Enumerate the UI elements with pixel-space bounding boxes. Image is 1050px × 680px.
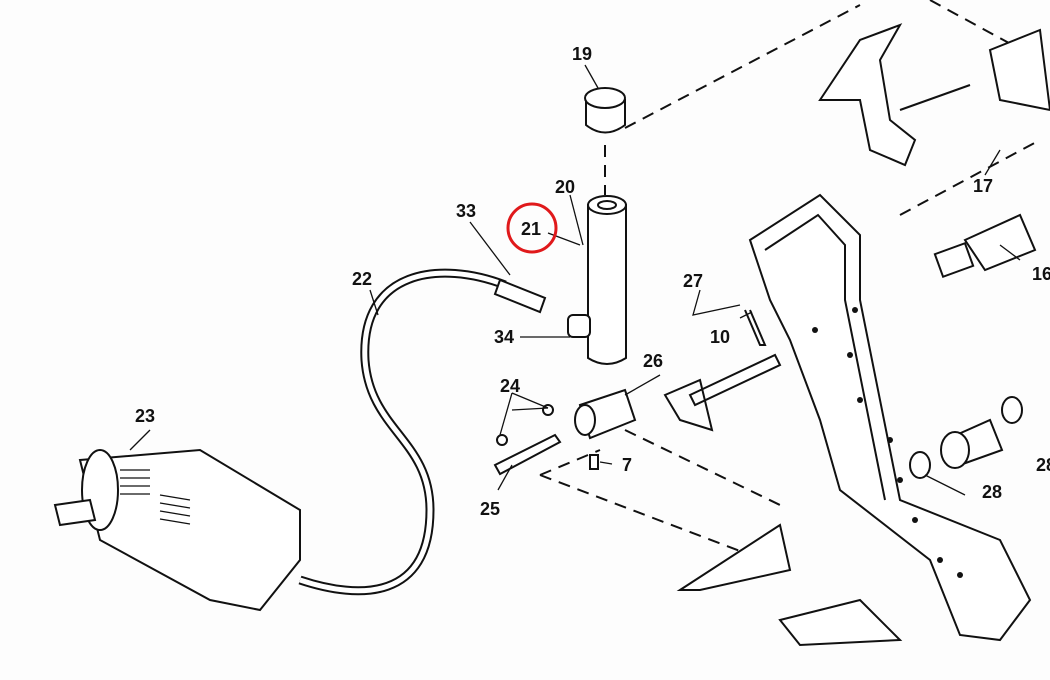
- label-10: 10: [710, 327, 730, 347]
- label-28: 28: [982, 482, 1002, 502]
- part-33-coupler[interactable]: [493, 278, 547, 314]
- part-27-pin[interactable]: [663, 353, 782, 432]
- part-26-block[interactable]: [574, 388, 637, 440]
- part-19-cap[interactable]: [584, 87, 626, 134]
- callout-labels: 19 20 21 33 22 34 27 10 26 24 25 7 23 17…: [135, 44, 1050, 519]
- part-7-screw[interactable]: [589, 454, 599, 470]
- label-28-right: 28: [1036, 455, 1050, 475]
- label-19: 19: [572, 44, 592, 64]
- label-34: 34: [494, 327, 514, 347]
- part-10-clip[interactable]: [744, 309, 767, 346]
- label-25: 25: [480, 499, 500, 519]
- label-27: 27: [683, 271, 703, 291]
- part-23-pump[interactable]: [53, 448, 301, 612]
- part-16-shaft[interactable]: [933, 213, 1037, 279]
- part-22-hose[interactable]: [298, 268, 507, 596]
- label-23: 23: [135, 406, 155, 426]
- label-33: 33: [456, 201, 476, 221]
- label-17: 17: [973, 176, 993, 196]
- leader-lines: [129, 64, 1021, 496]
- part-25-pin[interactable]: [493, 433, 562, 476]
- frame: [676, 193, 1032, 647]
- label-21: 21: [521, 219, 541, 239]
- label-16: 16: [1032, 264, 1050, 284]
- upper-handle: [818, 23, 1050, 167]
- part-34-fitting[interactable]: [567, 314, 591, 338]
- label-7: 7: [622, 455, 632, 475]
- part-20-cylinder[interactable]: [587, 195, 627, 365]
- label-24: 24: [500, 376, 520, 396]
- part-28-bushing[interactable]: [909, 396, 1023, 479]
- label-22: 22: [352, 269, 372, 289]
- label-20: 20: [555, 177, 575, 197]
- highlight-circle: [506, 202, 558, 254]
- part-24-clip[interactable]: [496, 434, 508, 446]
- label-26: 26: [643, 351, 663, 371]
